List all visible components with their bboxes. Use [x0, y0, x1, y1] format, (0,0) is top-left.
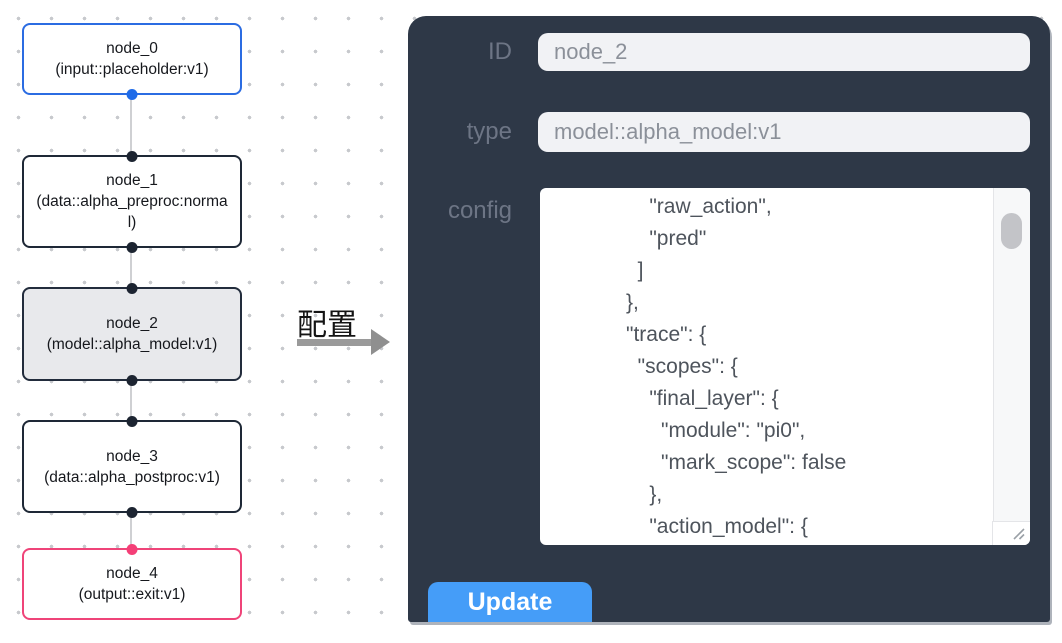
update-button[interactable]: Update: [428, 582, 592, 622]
flow-node-node_3[interactable]: node_3 (data::alpha_postproc:v1): [22, 415, 242, 518]
textarea-resize-grip-icon[interactable]: [992, 521, 1030, 545]
id-field-label: ID: [488, 38, 512, 65]
config-json-text[interactable]: "raw_action", "pred" ] }, "trace": { "sc…: [626, 195, 847, 538]
source-handle-dot[interactable]: [126, 88, 138, 100]
node-title: node_2: [106, 315, 158, 332]
type-input[interactable]: [538, 112, 1030, 152]
edge-node1-node2: [130, 248, 132, 287]
node-title: node_1: [106, 172, 158, 189]
node-subtitle: (data::alpha_postproc:v1): [44, 468, 220, 486]
node-title: node_3: [106, 447, 158, 465]
config-scrollbar-track[interactable]: [993, 188, 1030, 521]
right-arrow-icon: [371, 329, 390, 355]
node-title: node_4: [106, 565, 158, 582]
config-annotation-label: 配置: [297, 309, 357, 342]
id-input[interactable]: [538, 33, 1030, 71]
flow-node-node_2-selected[interactable]: node_2 (model::alpha_model:v1): [22, 282, 242, 386]
flow-node-node_0[interactable]: node_0 (input::placeholder:v1): [22, 23, 242, 100]
source-handle-dot[interactable]: [126, 241, 138, 253]
target-handle-dot[interactable]: [126, 150, 138, 162]
config-textarea[interactable]: "raw_action", "pred" ] }, "trace": { "sc…: [540, 188, 1030, 545]
right-arrow-icon: [297, 339, 371, 346]
edge-node2-node3: [130, 381, 132, 420]
flow-node-node_4[interactable]: node_4 (output::exit:v1): [22, 543, 242, 620]
node-title: node_0: [106, 40, 158, 57]
source-handle-dot[interactable]: [126, 506, 138, 518]
target-handle-dot[interactable]: [126, 543, 138, 555]
target-handle-dot[interactable]: [126, 415, 138, 427]
node-config-panel: ID type config "raw_action", "pred" ] },…: [408, 16, 1050, 622]
node-subtitle: (output::exit:v1): [78, 586, 186, 603]
edge-node3-node4: [130, 513, 132, 548]
config-scrollbar-thumb[interactable]: [1001, 213, 1022, 249]
edge-node0-node1: [130, 95, 132, 155]
target-handle-dot[interactable]: [126, 282, 138, 294]
source-handle-dot[interactable]: [126, 374, 138, 386]
node-subtitle: (model::alpha_model:v1): [46, 336, 218, 353]
node-subtitle: (input::placeholder:v1): [55, 61, 209, 78]
config-field-label: config: [447, 197, 512, 224]
flow-node-node_1[interactable]: node_1 (data::alpha_preproc:normal): [22, 150, 242, 253]
node-subtitle: (data::alpha_preproc:normal): [36, 193, 228, 231]
type-field-label: type: [466, 118, 512, 145]
